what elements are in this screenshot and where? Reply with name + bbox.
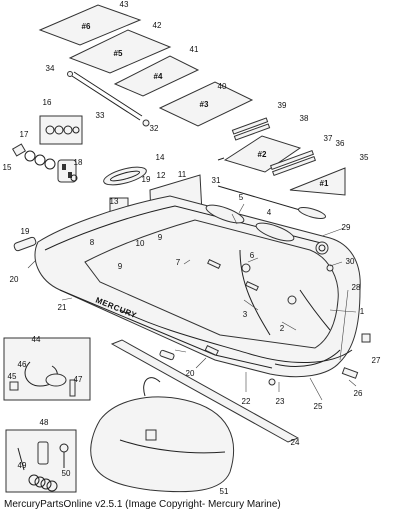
callout-38: 38: [300, 114, 309, 123]
callout-11: 11: [178, 170, 187, 179]
callout-numbers: 43 42 41 34 40 16 39 33 38 32 17 37 36 1…: [3, 0, 381, 496]
callout-29: 29: [342, 223, 351, 232]
callout-9a: 9: [158, 233, 163, 242]
oar: [217, 185, 327, 219]
panel-label-6: #6: [82, 22, 91, 31]
callout-2: 2: [280, 324, 285, 333]
callout-50: 50: [62, 469, 71, 478]
floor-panel-3: #3: [158, 81, 254, 127]
floor-panel-5: #5: [68, 29, 172, 74]
callout-14: 14: [156, 153, 165, 162]
callout-16: 16: [43, 98, 52, 107]
callout-12: 12: [157, 171, 166, 180]
callout-51: 51: [220, 487, 229, 496]
callout-34: 34: [46, 64, 55, 73]
callout-15: 15: [3, 163, 12, 172]
leader-lines: [27, 203, 357, 401]
callout-17: 17: [20, 130, 29, 139]
panel-label-3: #3: [200, 100, 209, 109]
valve-kit: [11, 115, 83, 183]
panel-label-1: #1: [320, 179, 329, 188]
callout-25: 25: [314, 402, 323, 411]
carry-bag: [90, 377, 234, 493]
callout-24: 24: [291, 438, 300, 447]
callout-19-top: 19: [142, 175, 151, 184]
callout-18: 18: [74, 158, 83, 167]
callout-5: 5: [239, 193, 244, 202]
callout-48: 48: [40, 418, 49, 427]
callout-30: 30: [346, 257, 355, 266]
oar-shaft: [67, 71, 150, 127]
callout-19-left: 19: [21, 227, 30, 236]
carry-handle: [103, 166, 147, 186]
boat-parts-diagram: #6 #5 #4 #3 #2 #1: [3, 0, 381, 496]
stringer-strips: [217, 117, 316, 177]
panel-label-2: #2: [258, 150, 267, 159]
callout-1: 1: [360, 307, 365, 316]
floor-panel-1: #1: [289, 167, 346, 196]
callout-36: 36: [336, 139, 345, 148]
repair-kit: [5, 429, 77, 493]
callout-20-bottom: 20: [186, 369, 195, 378]
callout-35: 35: [360, 153, 369, 162]
callout-28: 28: [352, 283, 361, 292]
callout-23: 23: [276, 397, 285, 406]
valve-caps: [315, 241, 334, 272]
callout-10: 10: [136, 239, 145, 248]
callout-33: 33: [96, 111, 105, 120]
callout-44: 44: [32, 335, 41, 344]
panel-label-5: #5: [114, 49, 123, 58]
callout-31: 31: [212, 176, 221, 185]
callout-9b: 9: [118, 262, 123, 271]
callout-6: 6: [250, 251, 255, 260]
callout-27: 27: [372, 356, 381, 365]
callout-8: 8: [90, 238, 95, 247]
callout-32: 32: [150, 124, 159, 133]
callout-37: 37: [324, 134, 333, 143]
callout-3: 3: [243, 310, 248, 319]
foot-pump-kit: [3, 337, 91, 401]
floor-panel-4: #4: [113, 55, 200, 97]
callout-26: 26: [354, 389, 363, 398]
callout-43: 43: [120, 0, 129, 9]
callout-39: 39: [278, 101, 287, 110]
callout-46: 46: [18, 360, 27, 369]
callout-41: 41: [190, 45, 199, 54]
callout-21: 21: [58, 303, 67, 312]
callout-42: 42: [153, 21, 162, 30]
image-caption: MercuryPartsOnline v2.5.1 (Image Copyrig…: [4, 499, 281, 510]
floor-panel-6: #6: [38, 4, 142, 46]
callout-7: 7: [176, 258, 181, 267]
callout-20-left: 20: [10, 275, 19, 284]
callout-40: 40: [218, 82, 227, 91]
callout-49: 49: [18, 461, 27, 470]
callout-45: 45: [8, 372, 17, 381]
callout-22: 22: [242, 397, 251, 406]
keel-strip: [110, 339, 300, 443]
panel-label-4: #4: [154, 72, 163, 81]
callout-4: 4: [267, 208, 272, 217]
callout-13: 13: [110, 197, 119, 206]
callout-47: 47: [74, 375, 83, 384]
floor-panel-2: #2: [223, 135, 302, 173]
